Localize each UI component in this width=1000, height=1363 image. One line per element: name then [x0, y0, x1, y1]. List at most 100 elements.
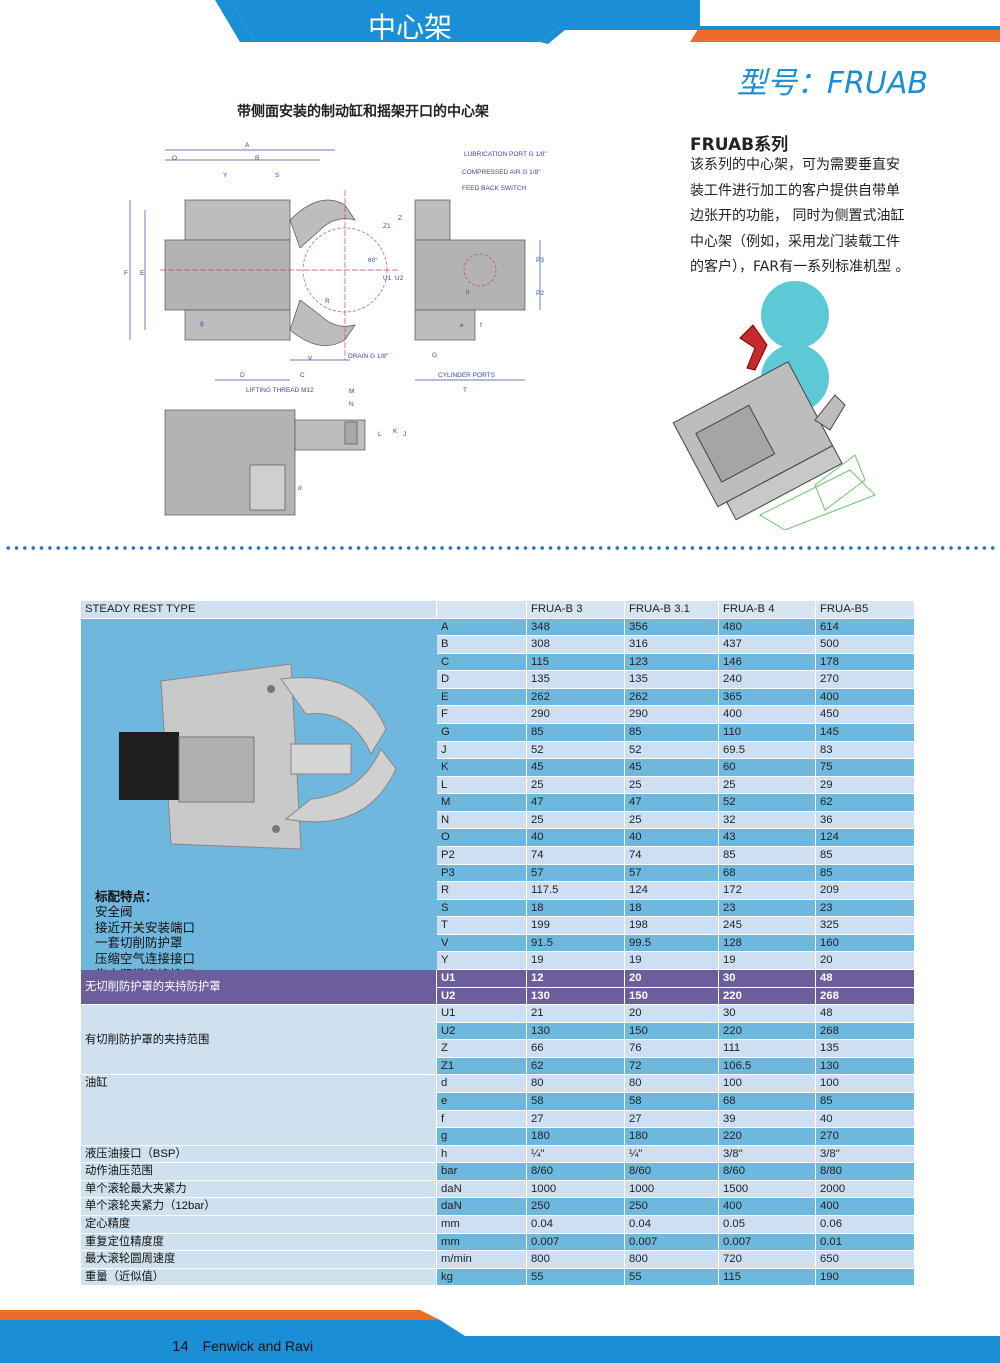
dim-value-cell: 52	[625, 741, 719, 760]
dim-o: O	[172, 155, 177, 162]
dim-value-cell: 69.5	[719, 741, 816, 760]
spec-label-cell: 单个滚轮最大夹紧力	[81, 1180, 437, 1199]
label-lubrication: LUBRICATION PORT G 1/8"	[464, 151, 548, 158]
label-lifting: LIFTING THREAD M12	[246, 387, 314, 394]
dim-value-cell: 43	[719, 829, 816, 847]
spec-label-cell: 液压油接口（BSP）	[81, 1145, 437, 1164]
group-value-cell: 21	[527, 1005, 625, 1023]
dim-value-cell: 19	[719, 952, 816, 970]
series-description: 该系列的中心架，可为需要垂直安 装工件进行加工的客户提供自带单 边张开的功能， …	[690, 153, 940, 281]
dim-key-cell: O	[437, 829, 527, 847]
usage-sketch	[672, 281, 876, 530]
group-value-cell: 150	[625, 1022, 719, 1041]
group-value-cell: 130	[816, 1057, 915, 1076]
dim-value-cell: 60	[719, 759, 816, 777]
spec-table: 标配特点： 安全阀 接近开关安装端口 一套切削防护罩 压缩空气连接接口 集中润滑…	[81, 601, 915, 1287]
group-value-cell: 40	[816, 1110, 915, 1129]
spec-value-cell: ¼"	[625, 1145, 719, 1164]
spec-value-cell: 250	[625, 1198, 719, 1216]
dim-value-cell: 135	[625, 671, 719, 689]
dim-value-cell: 270	[816, 671, 915, 689]
spec-value-cell: 8/60	[625, 1163, 719, 1181]
dim-key-cell: P3	[437, 864, 527, 883]
spec-value-cell: mm	[437, 1233, 527, 1252]
dim-key-cell: M	[437, 794, 527, 812]
dim-value-cell: 85	[527, 723, 625, 742]
dim-value-cell: 124	[816, 829, 915, 847]
dim-value-cell: 146	[719, 653, 816, 672]
spec-value-cell: 1500	[719, 1180, 816, 1199]
spec-value-cell: 0.04	[625, 1215, 719, 1234]
spec-label-cell: 定心精度	[81, 1215, 437, 1234]
dim-key-cell: D	[437, 671, 527, 689]
dim-value-cell: 36	[816, 811, 915, 830]
spec-value-cell: 8/60	[719, 1163, 816, 1181]
spec-value-cell: 1000	[625, 1180, 719, 1199]
dim-key-cell: K	[437, 759, 527, 777]
dim-value-cell: 480	[719, 618, 816, 637]
spec-value-cell: 115	[719, 1268, 816, 1287]
dim-key-cell: A	[437, 618, 527, 637]
group-value-cell: 27	[625, 1110, 719, 1129]
dim-value-cell: 85	[625, 723, 719, 742]
group-value-cell: 68	[719, 1092, 816, 1111]
dim-value-cell: 124	[625, 882, 719, 900]
dim-value-cell: 62	[816, 794, 915, 812]
clamp-range-cell: 130	[527, 987, 625, 1006]
spec-value-cell: 250	[527, 1198, 625, 1216]
standard-features: 标配特点： 安全阀 接近开关安装端口 一套切削防护罩 压缩空气连接接口 集中润滑…	[95, 889, 195, 983]
dim-value-cell: 117.5	[527, 882, 625, 900]
spec-value-cell: 400	[816, 1198, 915, 1216]
dim-z1: Z1	[383, 223, 391, 230]
dim-value-cell: 325	[816, 917, 915, 935]
group-key-cell: e	[437, 1092, 527, 1111]
drawing-subtitle: 带侧面安装的制动缸和摇架开口的中心架	[237, 104, 489, 120]
dim-value-cell: 356	[625, 618, 719, 637]
group-key-cell: d	[437, 1075, 527, 1093]
dim-value-cell: 19	[527, 952, 625, 970]
dim-value-cell: 115	[527, 653, 625, 672]
cylinder-label: 油缸	[81, 1075, 437, 1146]
label-feedback: FEED BACK SWITCH	[462, 185, 527, 192]
dim-value-cell: 74	[527, 846, 625, 865]
clamp-range-cell: 48	[816, 969, 915, 988]
spec-value-cell: 0.01	[816, 1233, 915, 1252]
dim-value-cell: 450	[816, 706, 915, 724]
dim-value-cell: 145	[816, 723, 915, 742]
spec-value-cell: 190	[816, 1268, 915, 1287]
spec-value-cell: 650	[816, 1251, 915, 1269]
spec-value-cell: daN	[437, 1180, 527, 1199]
feature-item: 一套切削防护罩	[95, 935, 183, 951]
dim-s: S	[275, 172, 280, 179]
dim-value-cell: 25	[719, 776, 816, 795]
model-title: 型号：FRUAB	[736, 66, 928, 101]
clamp-range-cell: 30	[719, 969, 816, 988]
spec-value-cell: 0.05	[719, 1215, 816, 1234]
spec-value-cell: ¼"	[527, 1145, 625, 1164]
dim-value-cell: 52	[719, 794, 816, 812]
dim-value-cell: 172	[719, 882, 816, 900]
group-value-cell: 66	[527, 1040, 625, 1058]
dim-k: K	[393, 428, 398, 435]
dim-f: F	[124, 270, 128, 277]
dim-e: E	[140, 270, 145, 277]
series-title: FRUAB系列	[690, 135, 789, 155]
dim-u1: U1	[383, 275, 392, 282]
clamp-range-cell: 20	[625, 969, 719, 988]
spec-value-cell: 1000	[527, 1180, 625, 1199]
technical-drawing: LUBRICATION PORT G 1/8" COMPRESSED AIR G…	[124, 142, 548, 516]
clamp-range-cell: 150	[625, 987, 719, 1006]
dim-value-cell: 110	[719, 723, 816, 742]
label-compressed: COMPRESSED AIR G 1/8"	[462, 169, 541, 176]
dim-key-cell: V	[437, 934, 527, 953]
group-value-cell: 80	[527, 1075, 625, 1093]
group-value-cell: 180	[625, 1128, 719, 1146]
dim-j: J	[403, 431, 406, 438]
group-value-cell: 270	[816, 1128, 915, 1146]
dim-key-cell: S	[437, 899, 527, 918]
group-value-cell: 58	[527, 1092, 625, 1111]
group-value-cell: 135	[816, 1040, 915, 1058]
dim-value-cell: 23	[816, 899, 915, 918]
group-value-cell: 130	[527, 1022, 625, 1041]
clamp-range-cell: U1	[437, 969, 527, 988]
